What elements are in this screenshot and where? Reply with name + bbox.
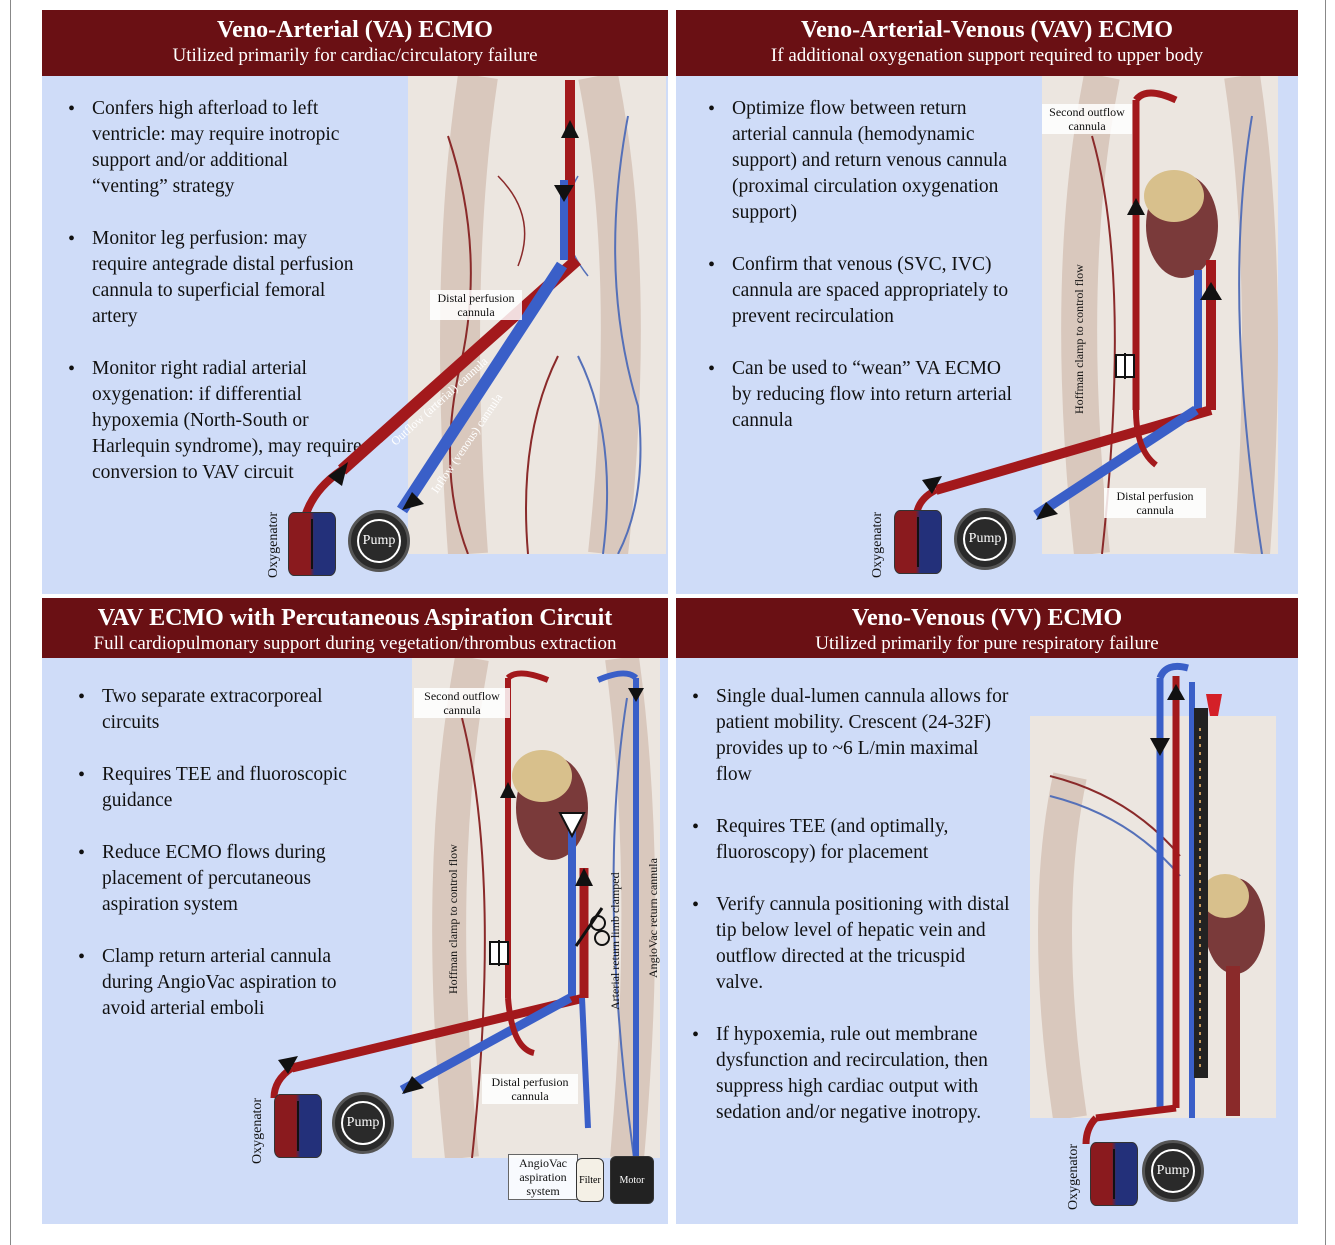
motor: Motor — [610, 1156, 654, 1204]
oxygenator-label: Oxygenator — [250, 1098, 266, 1164]
panel-va-ecmo: Veno-Arterial (VA) ECMO Utilized primari… — [42, 10, 668, 594]
angiovac-return-label: AngioVac return cannula — [646, 858, 661, 978]
oxygenator-label: Oxygenator — [266, 512, 282, 578]
pump: Pump — [348, 510, 410, 572]
pump: Pump — [954, 508, 1016, 570]
second-outflow-label: Second outflow cannula — [414, 688, 510, 718]
distal-perfusion-label: Distal perfusion cannula — [430, 290, 522, 320]
hoffman-clamp-label: Hoffman clamp to control flow — [1072, 264, 1087, 414]
pump: Pump — [332, 1092, 394, 1154]
filter-label: Filter — [579, 1175, 601, 1186]
oxygenator-label: Oxygenator — [870, 512, 886, 578]
panel-vav-ecmo: Veno-Arterial-Venous (VAV) ECMO If addit… — [676, 10, 1298, 594]
circuit-drawing — [42, 10, 668, 594]
pump: Pump — [1142, 1140, 1204, 1202]
pump-label: Pump — [963, 517, 1007, 561]
angiovac-system-label: AngioVac aspiration system — [508, 1154, 578, 1200]
oxygenator — [894, 510, 942, 574]
distal-perfusion-label: Distal perfusion cannula — [1104, 488, 1206, 518]
oxygenator — [288, 512, 336, 576]
panel-vv-ecmo: Veno-Venous (VV) ECMO Utilized primarily… — [676, 598, 1298, 1224]
oxygenator — [1090, 1142, 1138, 1206]
hoffman-clamp-label: Hoffman clamp to control flow — [446, 844, 461, 994]
circuit-drawing — [676, 598, 1298, 1224]
arterial-clamped-label: Arterial return limb clamped — [608, 872, 623, 1010]
oxygenator-label: Oxygenator — [1066, 1144, 1082, 1210]
pump-label: Pump — [1151, 1149, 1195, 1193]
pump-label: Pump — [341, 1101, 385, 1145]
filter: Filter — [576, 1158, 604, 1202]
oxygenator — [274, 1094, 322, 1158]
pump-label: Pump — [357, 519, 401, 563]
panel-vav-aspiration: VAV ECMO with Percutaneous Aspiration Ci… — [42, 598, 668, 1224]
motor-label: Motor — [620, 1175, 645, 1186]
second-outflow-label: Second outflow cannula — [1042, 104, 1132, 134]
distal-perfusion-label: Distal perfusion cannula — [482, 1074, 578, 1104]
